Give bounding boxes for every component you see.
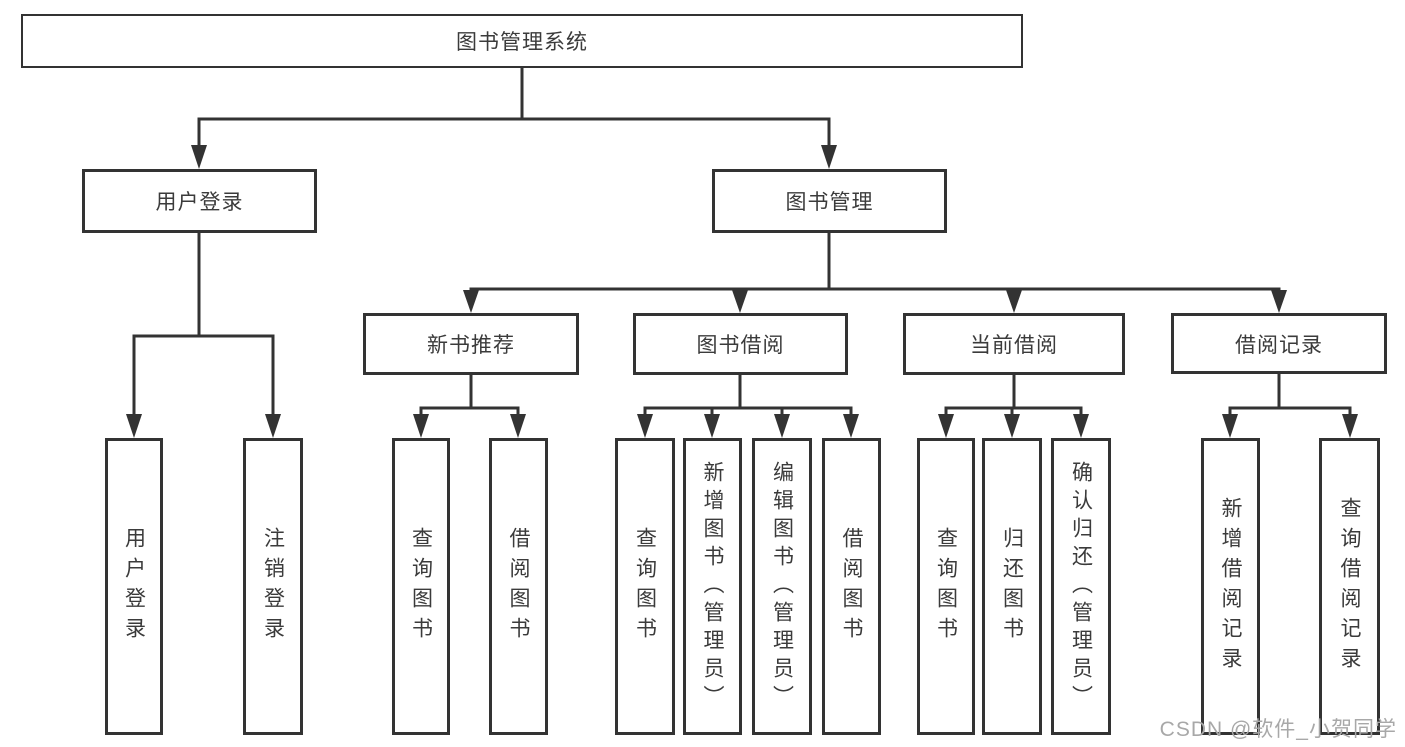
connector-user-login-to-leaves [126, 231, 281, 438]
node-book-management: 图书管理 [712, 169, 947, 233]
leaf-label: 查询图书 [633, 526, 657, 647]
leaf-borrow-books-newrec: 借阅图书 [489, 438, 548, 735]
node-label: 图书管理 [785, 191, 874, 214]
node-book-borrowing: 图书借阅 [633, 313, 848, 375]
node-label: 当前借阅 [970, 334, 1058, 357]
connector-new-book-rec-to-leaves [413, 373, 526, 438]
connector-borrow-record-to-leaves [1222, 372, 1358, 438]
leaf-label: 查询借阅记录 [1338, 496, 1361, 677]
connector-current-borrow-to-leaves [938, 373, 1089, 438]
leaf-query-books-borrowing: 查询图书 [615, 438, 675, 735]
leaf-add-books-admin: 新增图书（管理员） [683, 438, 742, 735]
leaf-edit-books-admin: 编辑图书（管理员） [752, 438, 812, 735]
node-book-management-system: 图书管理系统 [21, 14, 1023, 68]
connector-book-mgmt-to-level3 [463, 231, 1287, 313]
leaf-user-login: 用户登录 [105, 438, 163, 735]
csdn-watermark: CSDN @软件_小贺同学 [1159, 718, 1397, 741]
node-label: 借阅记录 [1235, 333, 1323, 357]
leaf-label: 借阅图书 [507, 526, 530, 647]
node-label: 新书推荐 [427, 334, 515, 357]
leaf-return-books: 归还图书 [982, 438, 1042, 735]
leaf-label: 查询图书 [934, 526, 958, 647]
leaf-borrow-books-borrowing: 借阅图书 [822, 438, 881, 735]
connector-root-to-level2 [191, 66, 837, 169]
connector-book-borrow-to-leaves [637, 373, 859, 438]
node-new-book-recommendation: 新书推荐 [363, 313, 579, 375]
leaf-confirm-return-admin: 确认归还（管理员） [1051, 438, 1111, 735]
leaf-logout: 注销登录 [243, 438, 303, 735]
node-label: 图书借阅 [696, 334, 785, 357]
leaf-label: 借阅图书 [840, 526, 863, 647]
leaf-query-books-newrec: 查询图书 [392, 438, 450, 735]
leaf-query-books-current: 查询图书 [917, 438, 975, 735]
leaf-label: 归还图书 [1000, 526, 1024, 647]
leaf-add-borrow-record: 新增借阅记录 [1201, 438, 1260, 735]
leaf-label: 编辑图书（管理员） [770, 460, 794, 713]
leaf-label: 用户登录 [122, 526, 146, 647]
leaf-label: 查询图书 [409, 526, 433, 647]
leaf-query-borrow-record: 查询借阅记录 [1319, 438, 1380, 735]
node-borrowing-records: 借阅记录 [1171, 313, 1387, 374]
leaf-label: 新增借阅记录 [1219, 496, 1242, 677]
leaf-label: 确认归还（管理员） [1069, 460, 1093, 713]
node-current-borrowing: 当前借阅 [903, 313, 1125, 375]
leaf-label: 注销登录 [261, 526, 285, 647]
node-label: 用户登录 [155, 191, 244, 214]
leaf-label: 新增图书（管理员） [701, 460, 724, 713]
node-label: 图书管理系统 [456, 31, 588, 54]
node-user-login: 用户登录 [82, 169, 317, 233]
